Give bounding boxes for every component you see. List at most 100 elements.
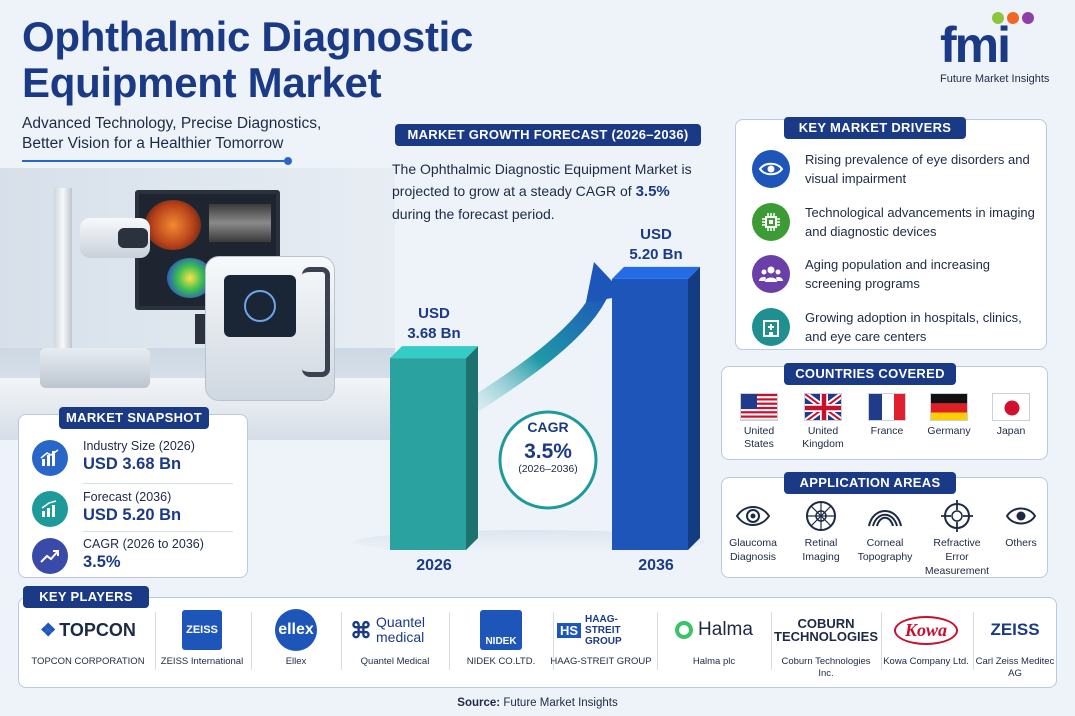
player-name: TOPCON CORPORATION <box>31 656 145 667</box>
forecast-text-highlight: 3.5% <box>635 183 670 200</box>
application-glaucoma: Glaucoma Diagnosis <box>718 500 788 564</box>
player-separator <box>341 612 342 670</box>
subtitle-line-2: Better Vision for a Healthier Tomorrow <box>22 135 284 152</box>
eye-outline-icon <box>735 506 771 526</box>
player-name: Ellex <box>285 656 307 667</box>
player-separator <box>553 612 554 670</box>
subtitle-underline-dot <box>284 157 292 165</box>
page-subtitle: Advanced Technology, Precise Diagnostics… <box>22 114 321 154</box>
player-name: Halma plc <box>692 656 736 667</box>
carl-zeiss-logo: ZEISS <box>990 620 1040 639</box>
logo-name: Future Market Insights <box>940 73 1050 85</box>
player-name: ZEISS International <box>160 656 244 667</box>
players-title: KEY PLAYERS <box>23 586 149 608</box>
player-separator <box>155 612 156 670</box>
countries-title: COUNTRIES COVERED <box>784 363 956 385</box>
snapshot-title: MARKET SNAPSHOT <box>59 407 209 429</box>
source-value: Future Market Insights <box>503 697 618 709</box>
bar-side <box>688 266 700 550</box>
retina-icon <box>806 501 836 531</box>
player-logo-text: ellex <box>275 609 317 651</box>
equipment-photo <box>0 168 395 440</box>
driver-text: Rising prevalence of eye disorders and v… <box>805 152 1030 186</box>
player-topcon: ❖TOPCON TOPCON CORPORATION <box>27 608 149 684</box>
key-players-card: KEY PLAYERS ❖TOPCON TOPCON CORPORATION Z… <box>18 586 1057 688</box>
hs-mark-icon: HS <box>556 622 582 638</box>
player-separator <box>657 612 658 670</box>
growth-chart-icon <box>32 491 68 527</box>
snapshot-row-forecast: Forecast (2036) USD 5.20 Bn <box>19 486 249 534</box>
snapshot-value: USD 5.20 Bn <box>83 506 182 524</box>
bar-value-label: USD <box>640 226 672 243</box>
country-france: France <box>856 393 918 438</box>
market-snapshot-card: MARKET SNAPSHOT Industry Size (2026) USD… <box>18 407 249 578</box>
ellex-logo: ellex <box>255 608 337 652</box>
eye-small-icon <box>1005 507 1037 525</box>
application-refractive-error: Refractive Error Measurement <box>922 500 992 578</box>
application-name: Corneal Topography <box>857 537 913 563</box>
player-logo-text: Halma <box>698 619 753 640</box>
player-separator <box>449 612 450 670</box>
forecast-title: MARKET GROWTH FORECAST (2026–2036) <box>395 124 701 146</box>
category-label: 2036 <box>638 557 674 574</box>
player-kowa: Kowa Kowa Company Ltd. <box>883 608 969 684</box>
kowa-logo: Kowa <box>883 608 969 652</box>
country-united-kingdom: United Kingdom <box>792 393 854 451</box>
logo-mark: fmi <box>940 17 1011 73</box>
bar-value-label: 5.20 Bn <box>629 246 682 263</box>
subtitle-line-1: Advanced Technology, Precise Diagnostics… <box>22 115 322 132</box>
player-separator <box>251 612 252 670</box>
logo-dot-green <box>992 12 1004 24</box>
halma-mark-icon <box>675 621 694 639</box>
autorefractor-image <box>205 256 335 401</box>
player-ellex: ellex Ellex <box>255 608 337 684</box>
forecast-text-before: The Ophthalmic Diagnostic Equipment Mark… <box>392 161 692 199</box>
application-retinal-imaging: Retinal Imaging <box>786 500 856 564</box>
cagr-value: 3.5% <box>524 440 572 463</box>
bar-side <box>466 346 478 550</box>
country-name: Germany <box>927 425 971 437</box>
bar-2036 <box>612 266 700 550</box>
driver-text: Technological advancements in imaging an… <box>805 205 1035 239</box>
source-label: Source: <box>457 697 501 709</box>
category-label: 2026 <box>416 557 452 574</box>
halma-logo: Halma <box>661 608 767 652</box>
slit-lamp-image <box>40 168 160 398</box>
snapshot-divider <box>83 483 233 484</box>
fmi-logo: fmi Future Market Insights <box>940 12 1065 90</box>
player-name: Quantel Medical <box>360 656 430 667</box>
bar-2026 <box>390 346 478 550</box>
chip-icon <box>752 203 790 241</box>
player-quantel-medical: ⌘Quantel medical Quantel Medical <box>345 608 445 684</box>
player-logo-text: Kowa <box>893 615 958 645</box>
player-separator <box>973 612 974 670</box>
bar-front <box>612 278 688 550</box>
player-name: NIDEK CO.LTD. <box>466 656 536 667</box>
country-japan: Japan <box>980 393 1042 438</box>
player-name: Carl Zeiss Meditec AG <box>975 656 1055 679</box>
country-united-states: United States <box>728 393 790 451</box>
driver-item: Growing adoption in hospitals, clinics, … <box>750 304 1040 350</box>
forecast-text-after: during the forecast period. <box>392 206 555 222</box>
eye-icon <box>752 150 790 188</box>
bar-value-label: USD <box>418 305 450 322</box>
player-nidek: NIDEK NIDEK CO.LTD. <box>453 608 549 684</box>
autorefractor-screen <box>224 275 296 337</box>
bar-top <box>390 346 478 359</box>
france-flag-icon <box>868 393 906 421</box>
source-line: Source: Future Market Insights <box>0 697 1075 709</box>
player-halma: Halma Halma plc <box>661 608 767 684</box>
driver-text: Aging population and increasing screenin… <box>805 257 991 291</box>
player-carl-zeiss-meditec: ZEISS Carl Zeiss Meditec AG <box>975 608 1055 684</box>
logo-dot-purple <box>1022 12 1034 24</box>
application-name: Others <box>1005 537 1037 549</box>
country-name: United States <box>743 425 775 450</box>
drivers-title: KEY MARKET DRIVERS <box>784 117 966 139</box>
bar-front <box>390 358 466 550</box>
bar-top <box>612 266 700 279</box>
growth-arrow-shaft <box>450 282 610 423</box>
driver-text: Growing adoption in hospitals, clinics, … <box>805 310 1022 344</box>
